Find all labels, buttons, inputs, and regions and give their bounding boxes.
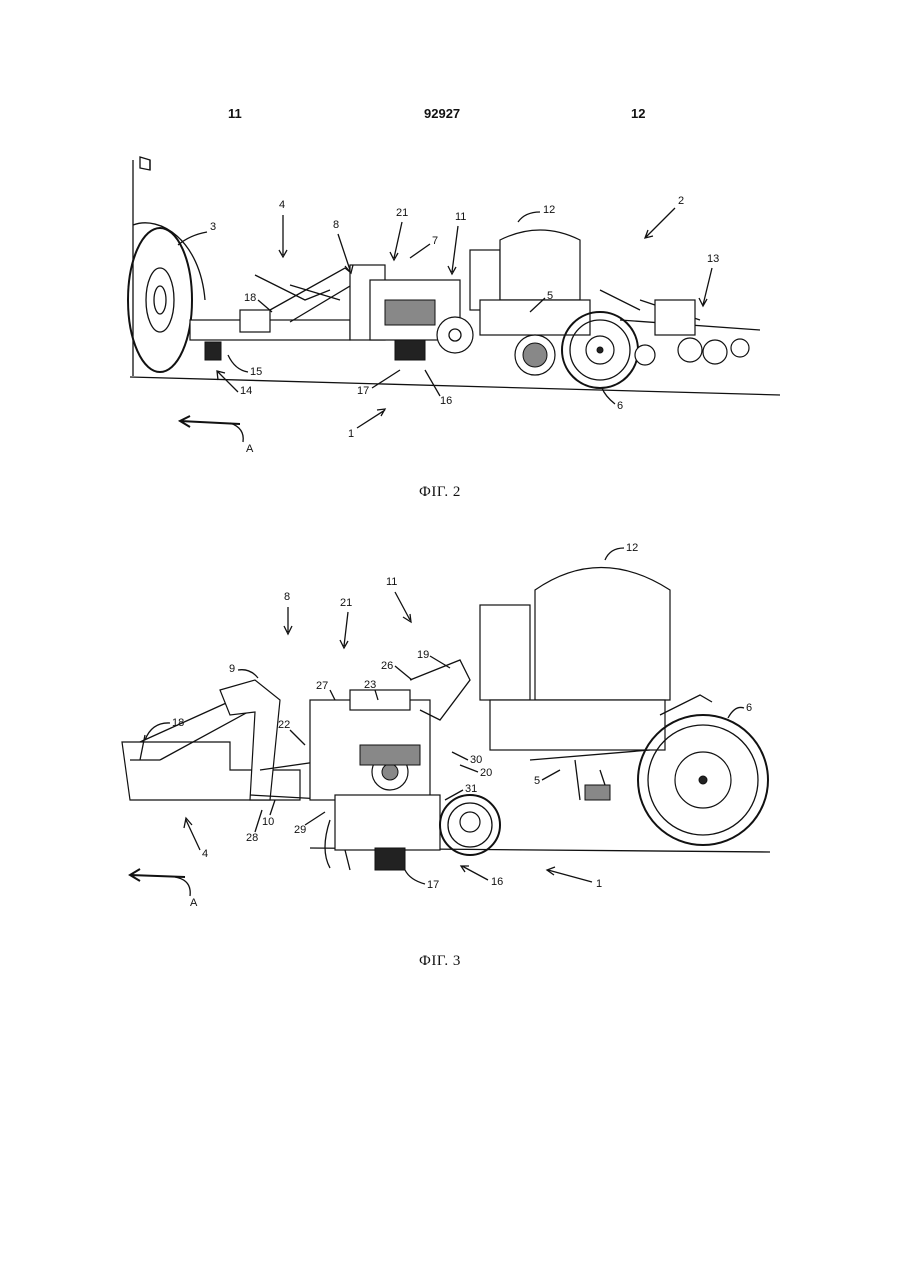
fig3-label-4: 4 bbox=[202, 848, 208, 860]
direction-arrow bbox=[180, 416, 240, 427]
figure-3-drawing: 12 11 8 21 9 26 19 27 23 18 22 30 20 5 6… bbox=[0, 530, 901, 910]
fig3-label-6: 6 bbox=[746, 702, 752, 714]
figure-2-caption: ФІГ. 2 bbox=[419, 484, 461, 501]
fig2-label-6: 6 bbox=[617, 400, 623, 412]
fig2-label-4: 4 bbox=[279, 199, 285, 211]
fig2-label-18: 18 bbox=[244, 292, 256, 304]
tractor-body bbox=[133, 160, 205, 376]
fig3-label-28: 28 bbox=[246, 832, 258, 844]
fig2-label-8: 8 bbox=[333, 219, 339, 231]
fig3-label-17: 17 bbox=[427, 879, 439, 891]
fig2-label-1: 1 bbox=[348, 428, 354, 440]
tractor-flag bbox=[140, 157, 150, 170]
rear-frame bbox=[490, 700, 665, 750]
fig3-label-30: 30 bbox=[470, 754, 482, 766]
tine-unit bbox=[335, 795, 440, 850]
fig2-label-15: 15 bbox=[250, 366, 262, 378]
fig3-label-11: 11 bbox=[386, 576, 397, 588]
fig3-label-1: 1 bbox=[596, 878, 602, 890]
fig3-label-20: 20 bbox=[480, 767, 492, 779]
fig2-label-21: 21 bbox=[396, 207, 408, 219]
fig3-label-12: 12 bbox=[626, 542, 638, 554]
fig2-label-11: 11 bbox=[455, 211, 466, 223]
hopper-frame bbox=[480, 605, 530, 700]
figure-2-drawing: 3 4 8 21 7 11 12 2 13 5 18 15 14 17 16 6… bbox=[0, 150, 901, 480]
seed-hopper-12 bbox=[535, 568, 670, 701]
figure-3-caption: ФІГ. 3 bbox=[419, 953, 461, 970]
direction-arrow bbox=[130, 869, 185, 881]
document-number: 92927 bbox=[424, 106, 460, 121]
tractor-wheel bbox=[128, 228, 192, 372]
fig2-label-16: 16 bbox=[440, 395, 452, 407]
fig2-label-3: 3 bbox=[210, 221, 216, 233]
fig3-label-22: 22 bbox=[278, 719, 290, 731]
fig3-label-8: 8 bbox=[284, 591, 290, 603]
fig3-label-23: 23 bbox=[364, 679, 376, 691]
fig3-label-18: 18 bbox=[172, 717, 184, 729]
fig3-label-19: 19 bbox=[417, 649, 429, 661]
fig2-label-5: 5 bbox=[547, 290, 553, 302]
seed-hopper-tank bbox=[500, 230, 580, 300]
fig3-label-9: 9 bbox=[229, 663, 235, 675]
fig3-label-5: 5 bbox=[534, 775, 540, 787]
fig2-label-2: 2 bbox=[678, 195, 684, 207]
fig2-label-14: 14 bbox=[240, 385, 252, 397]
fig3-label-27: 27 bbox=[316, 680, 328, 692]
page-number-left: 11 bbox=[228, 106, 242, 121]
fig3-label-A: A bbox=[190, 897, 198, 909]
brush-17 bbox=[375, 848, 405, 870]
fig3-label-29: 29 bbox=[294, 824, 306, 836]
fig2-label-7: 7 bbox=[432, 235, 438, 247]
fig3-label-21: 21 bbox=[340, 597, 352, 609]
page-number-right: 12 bbox=[631, 106, 645, 121]
fig2-label-12: 12 bbox=[543, 204, 555, 216]
fig2-label-A: A bbox=[246, 443, 254, 455]
frame-arm-18 bbox=[270, 268, 360, 322]
fig3-label-10: 10 bbox=[262, 816, 274, 828]
fig2-label-17: 17 bbox=[357, 385, 369, 397]
fig3-label-26: 26 bbox=[381, 660, 393, 672]
ground-line bbox=[130, 377, 780, 395]
fig3-label-31: 31 bbox=[465, 783, 477, 795]
fig2-label-13: 13 bbox=[707, 253, 719, 265]
fig3-label-16: 16 bbox=[491, 876, 503, 888]
